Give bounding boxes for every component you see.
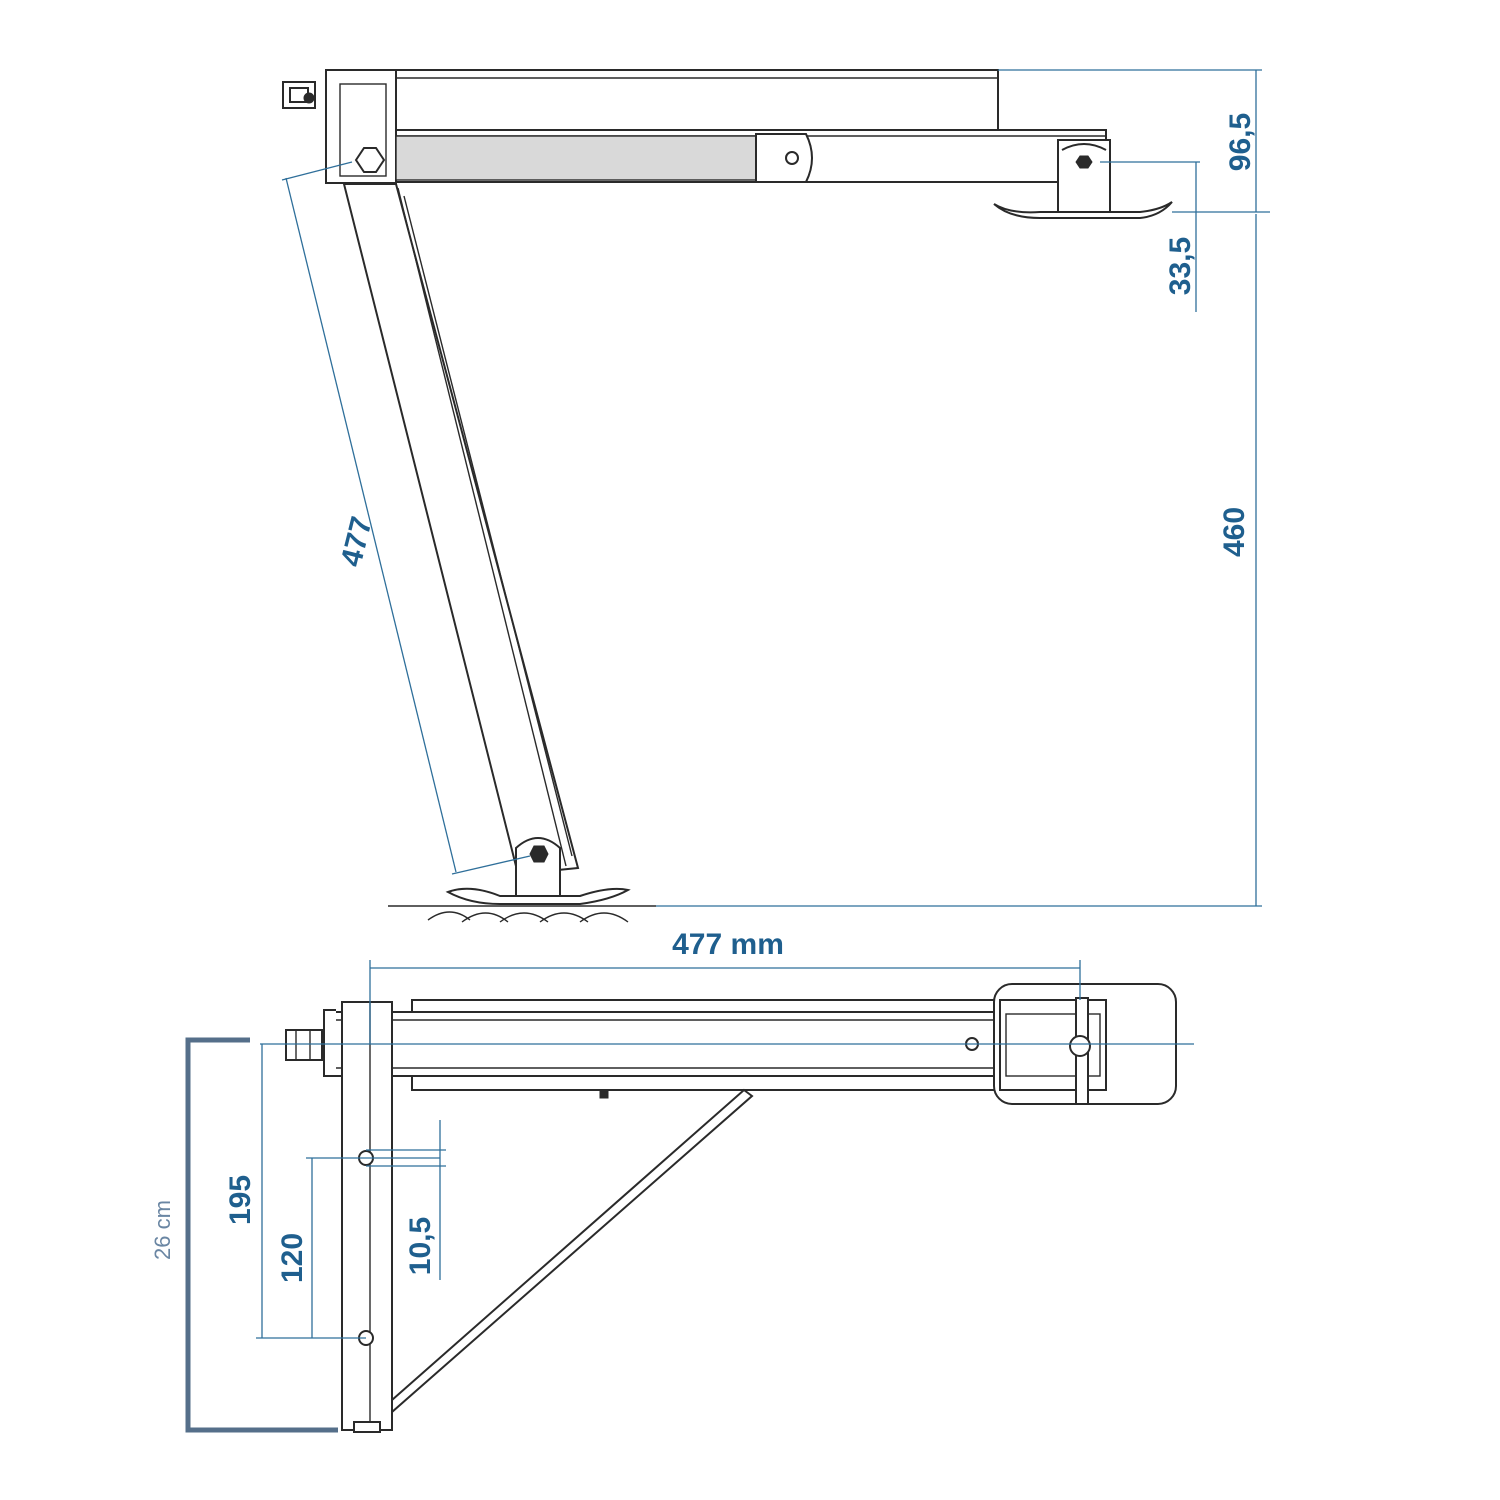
dim-96-5-label: 96,5 [1224, 113, 1257, 171]
upper-housing [395, 69, 999, 131]
top-crank-stub [285, 1029, 323, 1061]
top-vertical-post [341, 1001, 393, 1433]
lower-arm [395, 129, 1107, 183]
top-diagonal-brace [391, 1088, 754, 1415]
hinge-block [325, 69, 397, 184]
dim-26cm-label: 26 cm [150, 1200, 175, 1260]
side-view: 96,5 33,5 460 477 [281, 69, 1270, 923]
bracket-26cm: 26 cm [150, 1037, 338, 1433]
crank-stub [282, 81, 316, 109]
dim-33-5-label: 33,5 [1164, 237, 1197, 295]
dim-120-label: 120 [276, 1233, 309, 1283]
dim-195-label: 195 [224, 1175, 257, 1225]
dimension-195: 195 [224, 1044, 366, 1339]
dimension-33-5: 33,5 [1100, 161, 1200, 312]
right-foot [993, 139, 1173, 219]
dimension-477-mm: 477 mm [369, 928, 1081, 1044]
dim-477-mm-label: 477 mm [672, 928, 784, 961]
dimension-120: 120 [276, 1157, 440, 1338]
top-main-arm [323, 999, 1001, 1099]
ground [388, 905, 656, 923]
dimension-96-5: 96,5 [998, 69, 1270, 213]
dimension-10-5: 10,5 [366, 1120, 446, 1280]
top-u-bracket [323, 1009, 336, 1077]
dimension-460: 460 [656, 214, 1262, 907]
diagonal-leg [342, 183, 580, 876]
dim-10-5-label: 10,5 [404, 1217, 437, 1275]
top-view: 477 mm 195 120 10,5 26 cm [150, 928, 1194, 1433]
leg-foot [445, 837, 631, 905]
dim-477-leg-label: 477 [335, 513, 379, 570]
dim-460-label: 460 [1218, 507, 1251, 557]
